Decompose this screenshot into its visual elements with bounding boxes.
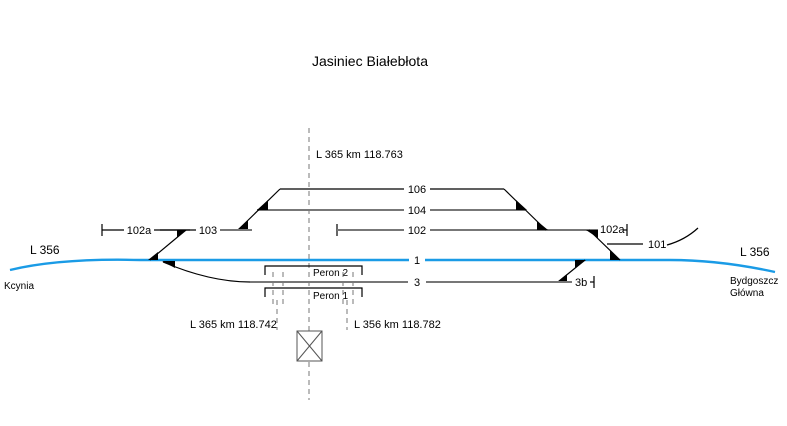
track-3-curve [162, 261, 251, 283]
switch-left-main [148, 252, 158, 260]
station-title: Jasiniec Białebłota [312, 53, 428, 69]
switch-right-102 [537, 221, 548, 230]
track-1-label: 1 [414, 255, 420, 267]
switch-left-103-lower [177, 230, 187, 237]
axis-km-label: L 365 km 118.763 [316, 149, 403, 161]
track-3-label: 3 [414, 277, 420, 289]
switch-right-track1 [575, 260, 586, 268]
switch-right-main [610, 250, 620, 260]
platform-1-label: Peron 1 [313, 291, 348, 302]
km-label-right: L 356 km 118.782 [354, 319, 441, 331]
track-102a-right-label: 102a [600, 224, 625, 236]
main-track-1-left [9, 258, 409, 272]
level-crossing-icon [296, 330, 323, 362]
switch-left-103 [237, 220, 248, 230]
track-102a-left-label: 102a [127, 225, 152, 237]
switch-right-104 [516, 200, 527, 210]
line-label-left: L 356 [30, 243, 60, 257]
switch-left-104 [257, 200, 268, 210]
main-track-1-right [425, 258, 776, 274]
platform-2-label: Peron 2 [313, 268, 348, 279]
track-106-label: 106 [408, 184, 426, 196]
destination-left: Kcynia [4, 281, 34, 292]
platform-1-outline [264, 287, 363, 297]
switch-right-track3 [557, 274, 567, 282]
platform-2-outline [264, 265, 363, 275]
track-103-label: 103 [199, 225, 217, 237]
km-label-left: L 365 km 118.742 [190, 319, 277, 331]
track-101-curve [666, 227, 699, 246]
track-104-label: 104 [408, 205, 426, 217]
line-label-right: L 356 [740, 245, 770, 259]
switch-left-track-3 [162, 261, 175, 268]
destination-right-line1: Bydgoszcz [730, 276, 778, 287]
destination-right-line2: Główna [730, 288, 764, 299]
track-101-label: 101 [648, 239, 666, 251]
track-3b-label: 3b [575, 277, 587, 289]
track-102-label: 102 [408, 225, 426, 237]
